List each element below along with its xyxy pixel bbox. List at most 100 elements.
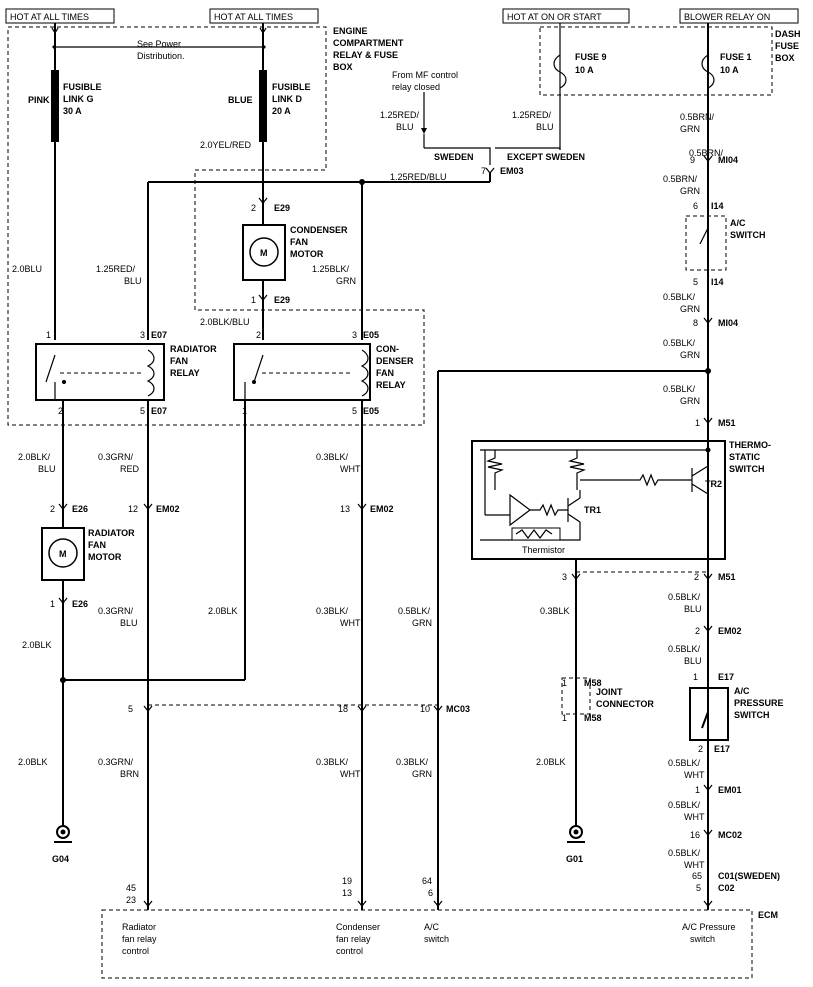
wire-03grn-blu2: BLU — [120, 618, 138, 628]
em02-a-label: EM02 — [156, 504, 180, 514]
e07-b-label: E07 — [151, 406, 167, 416]
relay-contact-dot — [62, 380, 66, 384]
blower-relay-on: BLOWER RELAY ON — [684, 12, 770, 22]
ecm-c4b: switch — [690, 934, 715, 944]
wire-05brn-grn2b: GRN — [680, 186, 700, 196]
mc03-label: MC03 — [446, 704, 470, 714]
ac-switch-l1: A/C — [730, 218, 746, 228]
i14-a-label: I14 — [711, 201, 724, 211]
m58-a-pin: 1 — [562, 678, 567, 688]
relay-coil-icon — [146, 349, 155, 397]
em02-b-label: EM02 — [370, 504, 394, 514]
mc02-label: MC02 — [718, 830, 742, 840]
e17-a-label: E17 — [718, 672, 734, 682]
i14-b-label: I14 — [711, 277, 724, 287]
wire-05blk-grn-b1: 0.5BLK/ — [663, 338, 696, 348]
wire-03blk-wht5: 0.3BLK/ — [316, 757, 349, 767]
engine-box-label-3: RELAY & FUSE — [333, 50, 398, 60]
e26-b-pin: 1 — [50, 599, 55, 609]
connector-chevron-icon — [485, 167, 495, 174]
mi04-a-label: MI04 — [718, 155, 738, 165]
thermistor-zigzag — [515, 529, 553, 539]
ecm-c1a: Radiator — [122, 922, 156, 932]
e07-b-pin: 5 — [140, 406, 145, 416]
junction-dot — [705, 368, 711, 374]
wire-05brn-grn2a: 0.5BRN/ — [663, 174, 698, 184]
cond-motor-l1: CONDENSER — [290, 225, 348, 235]
rad-motor-l3: MOTOR — [88, 552, 122, 562]
cond-relay-l1: CON- — [376, 344, 399, 354]
c01-pin: 65 — [692, 871, 702, 881]
e07-a-label: E07 — [151, 330, 167, 340]
hot-at-all-times-1: HOT AT ALL TIMES — [10, 12, 89, 22]
ecm-box — [101, 909, 753, 979]
e29-a-pin: 2 — [251, 203, 256, 213]
mi04-a-pin: 9 — [690, 155, 695, 165]
wire-03blk-wht1: 0.3BLK/ — [316, 452, 349, 462]
m51-a-pin: 1 — [695, 418, 700, 428]
ac-press-l1: A/C — [734, 686, 750, 696]
fusible-g-color: PINK — [28, 95, 50, 105]
fusible-g-l3: 30 A — [63, 106, 82, 116]
connector-chevron-icon — [703, 784, 713, 791]
cond-relay-l3: FAN — [376, 368, 394, 378]
radiator-fan-relay — [35, 343, 165, 401]
connector-chevron-icon — [703, 573, 713, 580]
e26-a-pin: 2 — [50, 504, 55, 514]
mc03-pin5: 5 — [128, 704, 133, 714]
connector-chevron-icon — [143, 900, 153, 907]
m51-b-pin: 2 — [694, 572, 699, 582]
wire-05blk-wht-b2: WHT — [684, 812, 705, 822]
wire-125red-blu-b1: 1.25RED/ — [512, 110, 552, 120]
ecm-pin-45: 45 — [126, 883, 136, 893]
e29-a-label: E29 — [274, 203, 290, 213]
arrow-down-icon — [421, 128, 427, 134]
wire-05blk-grn-d2: GRN — [412, 618, 432, 628]
wire-05blk-grn-d1: 0.5BLK/ — [398, 606, 431, 616]
em02-c-label: EM02 — [718, 626, 742, 636]
wire-05blk-wht-c1: 0.5BLK/ — [668, 848, 701, 858]
hot-at-all-times-2: HOT AT ALL TIMES — [214, 12, 293, 22]
see-power-1: See Power — [137, 39, 181, 49]
ground-g04-dot — [60, 829, 66, 835]
connector-chevron-icon — [357, 900, 367, 907]
wire-03grn-brn2: BRN — [120, 769, 139, 779]
e17-b-pin: 2 — [698, 744, 703, 754]
ground-g01-dot — [573, 829, 579, 835]
ac-switch-contact — [699, 227, 709, 270]
wire-20blu: 2.0BLU — [12, 264, 42, 274]
ground-g04: G04 — [52, 854, 69, 864]
m58-b-label: M58 — [584, 713, 602, 723]
fuse-1-symbol — [701, 54, 715, 89]
m51-b-label: M51 — [718, 572, 736, 582]
engine-box-label-1: ENGINE — [333, 26, 368, 36]
mi04-b-pin: 8 — [693, 318, 698, 328]
wire-03blk-grn2: GRN — [412, 769, 432, 779]
mc03-pin18: 18 — [338, 704, 348, 714]
cond-motor-l3: MOTOR — [290, 249, 324, 259]
dash-box-label-1: DASH — [775, 29, 801, 39]
wire-05blk-wht-c2: WHT — [684, 860, 705, 870]
m58-b-pin: 1 — [562, 713, 567, 723]
ecm-pin-6: 6 — [428, 888, 433, 898]
wire-03grn-brn1: 0.3GRN/ — [98, 757, 134, 767]
label-except-sweden: EXCEPT SWEDEN — [507, 152, 585, 162]
engine-box-label-2: COMPARTMENT — [333, 38, 404, 48]
thermo-l3: SWITCH — [729, 464, 765, 474]
ecm-pin-23: 23 — [126, 895, 136, 905]
see-power-2: Distribution. — [137, 51, 185, 61]
thermo-l2: STATIC — [729, 452, 761, 462]
rad-relay-l2: FAN — [170, 356, 188, 366]
connector-chevron-icon — [703, 417, 713, 424]
wire-03blk-wht2: WHT — [340, 464, 361, 474]
ecm-c2a: Condenser — [336, 922, 380, 932]
connector-chevron-icon — [259, 27, 267, 35]
e29-b-pin: 1 — [251, 295, 256, 305]
fusible-d-l1: FUSIBLE — [272, 82, 311, 92]
wire-05blk-blu-a1: 0.5BLK/ — [668, 592, 701, 602]
ecm-c2b: fan relay — [336, 934, 371, 944]
wire-125red-blu-c2: BLU — [124, 276, 142, 286]
connector-chevron-icon — [703, 155, 713, 162]
e07-b-pin2: 2 — [58, 406, 63, 416]
wire-05blk-wht-a2: WHT — [684, 770, 705, 780]
